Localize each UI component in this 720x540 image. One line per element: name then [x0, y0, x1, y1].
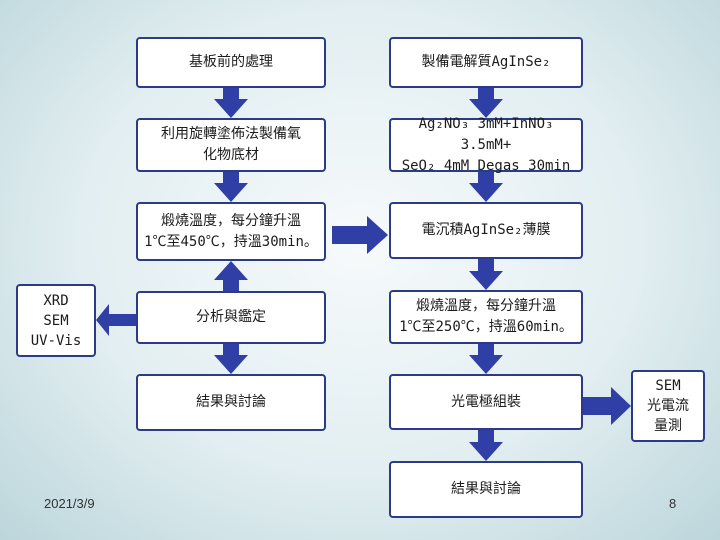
footer-date: 2021/3/9 [44, 496, 95, 511]
step-label: 光電極組裝 [451, 393, 521, 410]
step-electrodeposition: 電沉積AgInSe₂薄膜 [389, 202, 583, 259]
arrow-down-icon [469, 259, 503, 290]
step-label: 結果與討論 [451, 481, 521, 497]
arrow-right-icon [583, 387, 631, 425]
step-calcination-450: 煅燒溫度，每分鐘升溫 1℃至450℃，持溫30min。 [136, 202, 326, 261]
arrow-down-icon [214, 344, 248, 374]
step-label: 製備電解質AgInSe₂ [421, 54, 551, 70]
measurement-methods-label: SEM 光電流 量測 [647, 378, 689, 434]
step-analysis: 分析與鑑定 [136, 291, 326, 344]
step-results-left: 結果與討論 [136, 374, 326, 431]
arrow-down-icon [469, 88, 503, 118]
arrow-left-icon [96, 304, 137, 336]
arrow-down-icon [214, 88, 248, 118]
step-label: 基板前的處理 [189, 54, 273, 70]
step-calcination-250: 煅燒溫度，每分鐘升溫 1℃至250℃，持溫60min。 [389, 290, 583, 344]
step-label: 分析與鑑定 [196, 309, 266, 325]
step-label: 煅燒溫度，每分鐘升溫 1℃至450℃，持溫30min。 [144, 212, 318, 250]
step-label: 利用旋轉塗佈法製備氧 化物底材 [161, 126, 301, 163]
step-label: 結果與討論 [196, 394, 266, 410]
arrow-right-icon [332, 216, 388, 254]
measurement-methods-box: SEM 光電流 量測 [631, 370, 705, 442]
step-spin-coating: 利用旋轉塗佈法製備氧 化物底材 [136, 118, 326, 172]
analysis-methods-label: XRD SEM UV-Vis [30, 292, 82, 349]
step-electrolyte-composition: Ag₂NO₃ 3mM+InNO₃ 3.5mM+ SeO₂ 4mM Degas 3… [389, 116, 583, 174]
arrow-down-icon [469, 172, 503, 202]
step-substrate-pretreatment: 基板前的處理 [136, 37, 326, 88]
analysis-methods-box: XRD SEM UV-Vis [16, 284, 96, 357]
step-results-right: 結果與討論 [389, 461, 583, 518]
step-photoelectrode-assembly: 光電極組裝 [389, 374, 583, 430]
arrow-down-icon [469, 430, 503, 461]
page-number: 8 [669, 496, 677, 511]
arrow-up-icon [214, 261, 248, 291]
step-label: Ag₂NO₃ 3mM+InNO₃ 3.5mM+ SeO₂ 4mM Degas 3… [401, 115, 571, 174]
arrow-down-icon [214, 172, 248, 202]
step-prepare-electrolyte: 製備電解質AgInSe₂ [389, 37, 583, 88]
step-label: 煅燒溫度，每分鐘升溫 1℃至250℃，持溫60min。 [399, 298, 573, 335]
arrow-down-icon [469, 344, 503, 374]
step-label: 電沉積AgInSe₂薄膜 [421, 222, 551, 238]
